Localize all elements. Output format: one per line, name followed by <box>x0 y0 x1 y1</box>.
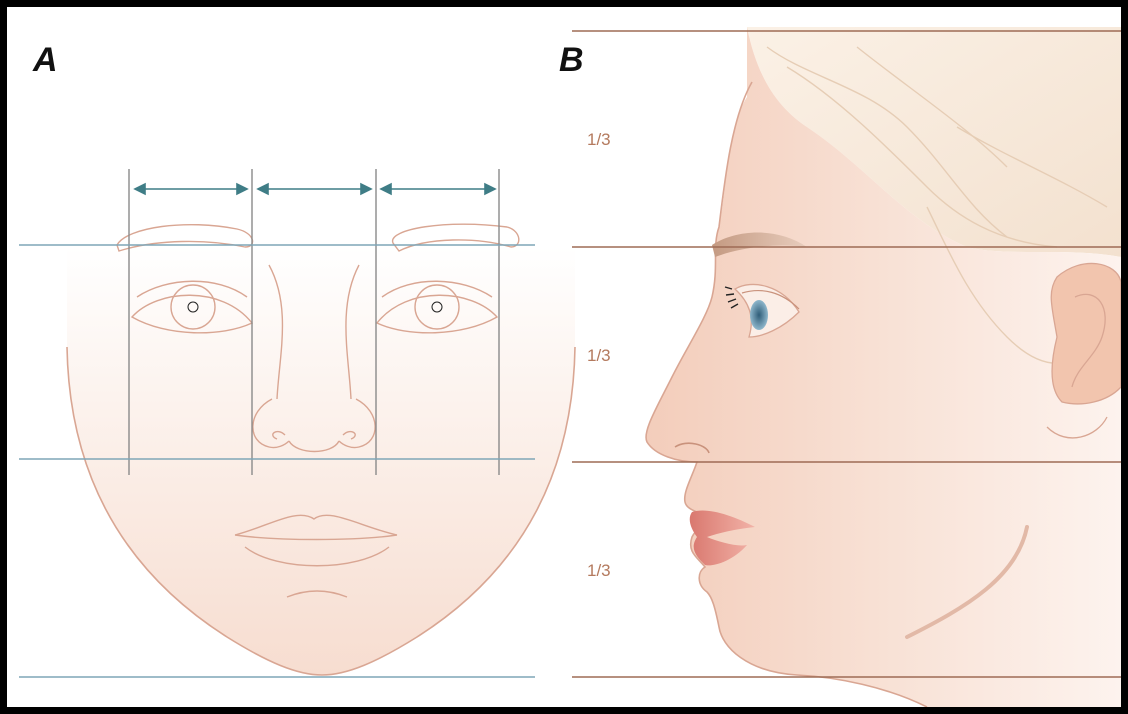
right-eyebrow <box>393 224 519 251</box>
profile-face-panel <box>572 27 1121 707</box>
lower-third-label: 1/3 <box>587 562 611 579</box>
equal-width-arrows <box>135 184 495 194</box>
panel-label-a: A <box>33 43 58 77</box>
frontal-face-panel <box>19 169 575 677</box>
upper-third-label: 1/3 <box>587 131 611 148</box>
middle-third-label: 1/3 <box>587 347 611 364</box>
face-proportion-illustration <box>7 7 1121 707</box>
panel-label-b: B <box>559 43 584 77</box>
